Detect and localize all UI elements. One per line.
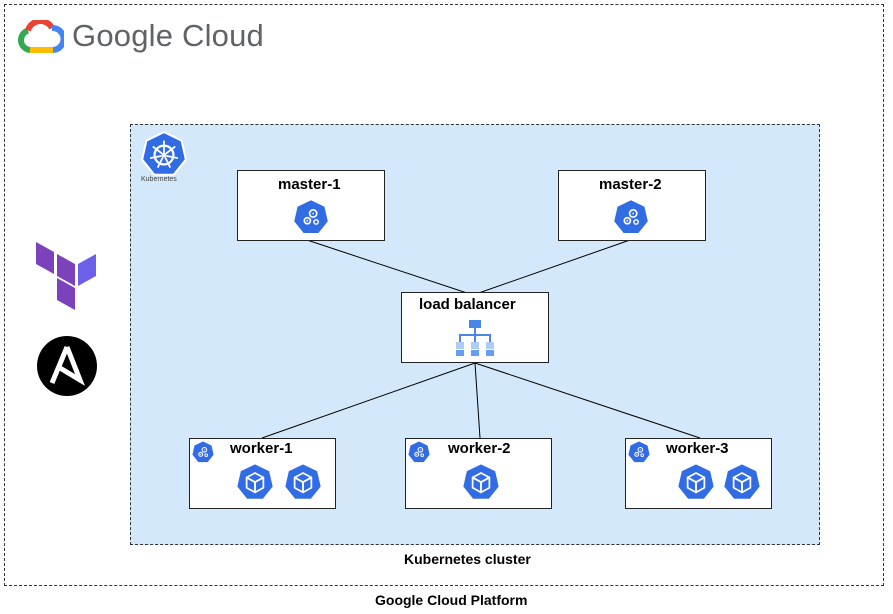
master-1-label: master-1 (278, 176, 341, 193)
pod-icon (235, 462, 275, 502)
kubernetes-logo-caption: Kubernetes (141, 176, 177, 183)
google-cloud-logo-icon (18, 20, 64, 53)
load-balancer-label: load balancer (419, 296, 516, 313)
control-plane-icon (292, 198, 330, 236)
kubernetes-cluster-caption: Kubernetes cluster (404, 551, 531, 567)
terraform-logo-icon (36, 242, 96, 310)
pod-icon (722, 462, 762, 502)
node-icon (191, 440, 215, 464)
edge-lb-worker3 (474, 362, 701, 439)
pod-icon (461, 462, 501, 502)
pod-icon (283, 462, 323, 502)
load-balancer-icon (456, 320, 494, 356)
node-icon (407, 440, 431, 464)
ansible-logo-icon (37, 336, 97, 396)
node-icon (627, 440, 651, 464)
master-2-label: master-2 (599, 176, 662, 193)
google-cloud-platform-boundary (4, 4, 884, 586)
google-cloud-wordmark: Google Cloud (72, 18, 264, 53)
worker-1-label: worker-1 (230, 440, 293, 457)
control-plane-icon (612, 198, 650, 236)
worker-2-label: worker-2 (448, 440, 511, 457)
pod-icon (676, 462, 716, 502)
edge-lb-worker1 (261, 362, 476, 439)
kubernetes-logo-icon (141, 131, 187, 176)
worker-3-label: worker-3 (666, 440, 729, 457)
google-cloud-platform-caption: Google Cloud Platform (375, 592, 528, 608)
edge-master1-lb (306, 239, 474, 296)
edge-master2-lb (472, 239, 631, 296)
edge-lb-worker2 (474, 362, 481, 439)
